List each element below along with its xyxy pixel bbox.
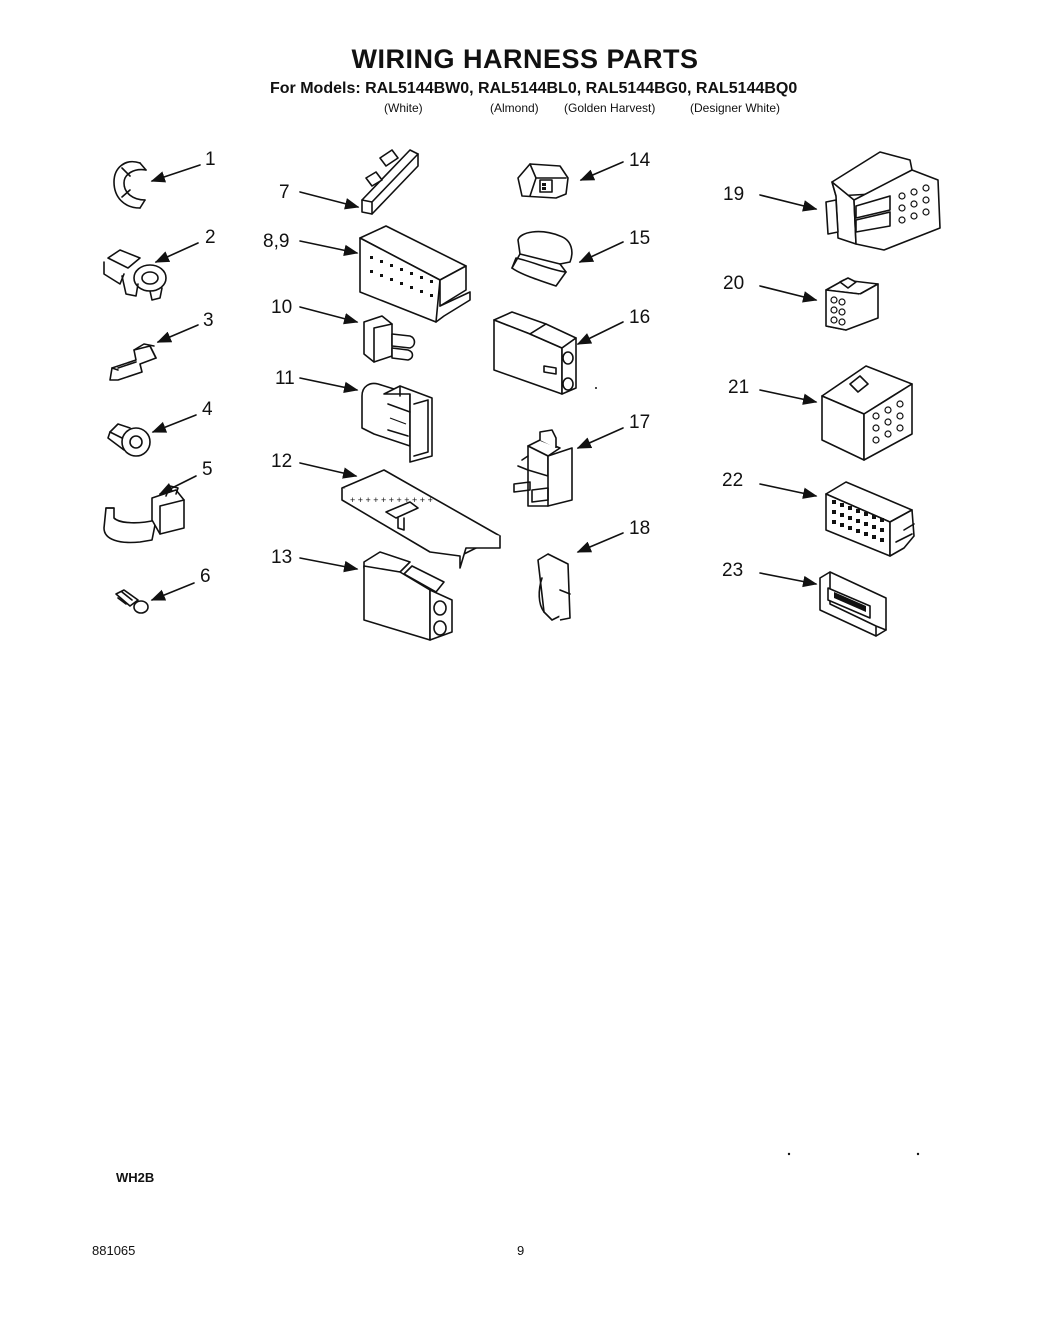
part-3-spring-clip bbox=[109, 343, 157, 381]
callout-10: 10 bbox=[271, 297, 293, 318]
callout-18: 18 bbox=[629, 518, 651, 539]
leader-arrows bbox=[150, 161, 818, 601]
part-5-strap-clamp bbox=[103, 485, 185, 544]
part-19-connector bbox=[825, 151, 941, 251]
part-22-housing bbox=[825, 481, 915, 557]
document-number: 881065 bbox=[92, 1243, 136, 1258]
svg-text:+ + + + + + + + + + +: + + + + + + + + + + + bbox=[350, 495, 433, 505]
part-17-connector bbox=[513, 429, 573, 507]
part-7-wedge-lock bbox=[361, 149, 419, 215]
callout-14: 14 bbox=[629, 150, 651, 171]
part-2-clamp bbox=[103, 249, 167, 301]
models-line: For Models: RAL5144BW0, RAL5144BL0, RAL5… bbox=[270, 80, 798, 97]
callout-8-9: 8,9 bbox=[263, 231, 290, 252]
part-11-housing bbox=[361, 382, 433, 463]
part-4-grommet bbox=[107, 423, 151, 457]
part-23-connector bbox=[819, 571, 887, 637]
model-color-golden-harvest: (Golden Harvest) bbox=[564, 101, 656, 115]
callout-2: 2 bbox=[205, 227, 216, 248]
callout-22: 22 bbox=[722, 470, 744, 491]
part-8-9-housing bbox=[359, 225, 471, 323]
part-13-connector bbox=[363, 551, 453, 641]
part-1-clip bbox=[113, 161, 147, 209]
part-18-latch bbox=[537, 553, 571, 621]
callout-1: 1 bbox=[205, 149, 216, 170]
callout-6: 6 bbox=[200, 566, 211, 587]
callout-23: 23 bbox=[722, 560, 744, 581]
part-15-sleeve bbox=[511, 230, 573, 287]
callout-4: 4 bbox=[202, 399, 213, 420]
section-code: WH2B bbox=[116, 1170, 155, 1185]
callout-11: 11 bbox=[275, 368, 295, 389]
callout-21: 21 bbox=[728, 377, 750, 398]
page-title: WIRING HARNESS PARTS bbox=[351, 44, 699, 74]
part-14-housing bbox=[517, 163, 569, 199]
callout-12: 12 bbox=[271, 451, 293, 472]
part-12-terminal-block: + + + + + + + + + + + bbox=[341, 469, 501, 569]
callout-3: 3 bbox=[203, 310, 214, 331]
callout-20: 20 bbox=[723, 273, 745, 294]
callout-5: 5 bbox=[202, 459, 213, 480]
part-10-connector bbox=[363, 315, 416, 363]
callout-16: 16 bbox=[629, 307, 651, 328]
callout-17: 17 bbox=[629, 412, 651, 433]
model-color-white: (White) bbox=[384, 101, 423, 115]
callout-7: 7 bbox=[279, 182, 290, 203]
model-color-designer-white: (Designer White) bbox=[690, 101, 781, 115]
model-color-almond: (Almond) bbox=[490, 101, 539, 115]
part-20-housing bbox=[825, 277, 879, 331]
callout-19: 19 bbox=[723, 184, 745, 205]
callout-13: 13 bbox=[271, 547, 293, 568]
part-16-connector bbox=[493, 311, 577, 395]
page-number: 9 bbox=[517, 1243, 525, 1258]
part-6-push-pin bbox=[115, 589, 149, 614]
callout-15: 15 bbox=[629, 228, 651, 249]
part-21-housing bbox=[821, 365, 913, 461]
